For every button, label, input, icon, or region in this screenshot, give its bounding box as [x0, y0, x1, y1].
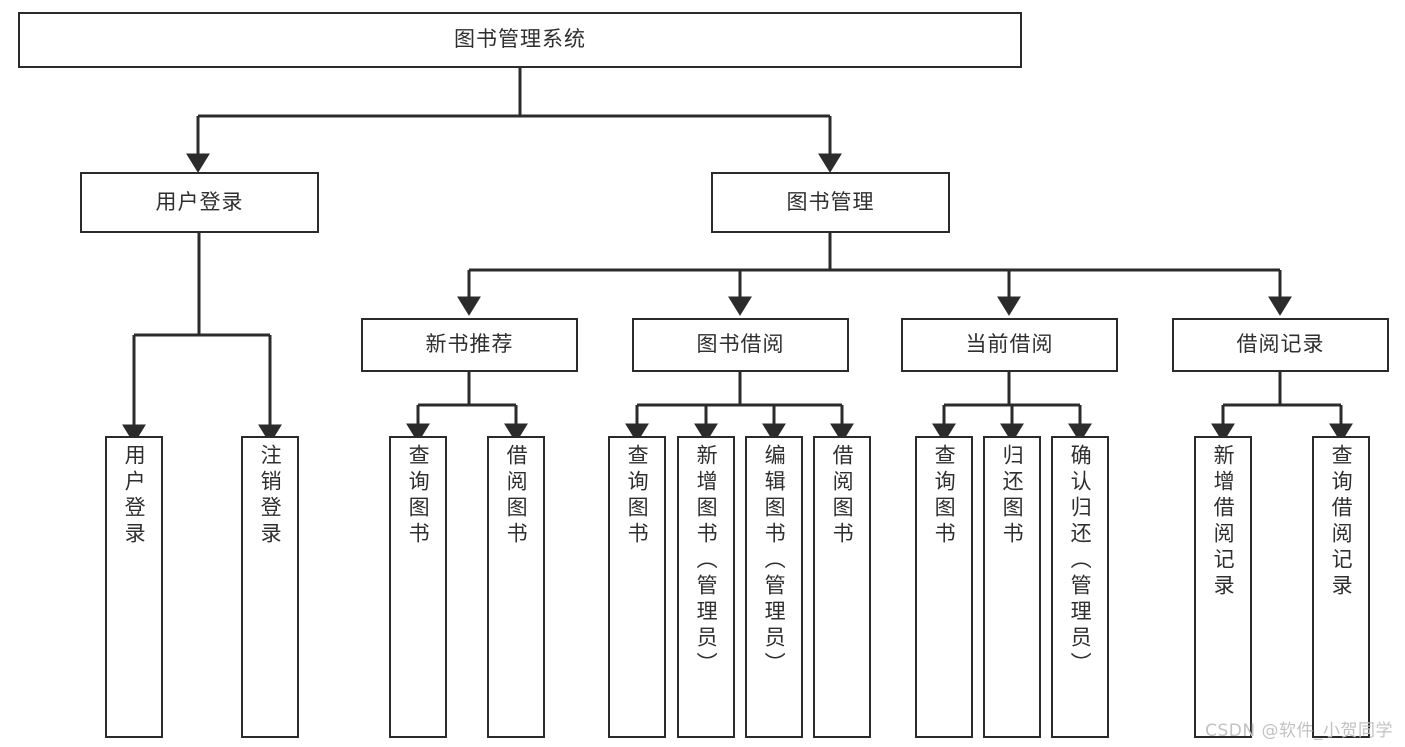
- node-user-login[interactable]: 用户登录: [80, 172, 319, 233]
- leaf-current-borrow-1[interactable]: 查询图书: [915, 436, 973, 738]
- node-label: 图书借阅: [696, 332, 785, 357]
- node-book-management[interactable]: 图书管理: [711, 172, 950, 233]
- node-label: 新增图书（管理员）: [694, 444, 719, 678]
- leaf-user-login-1[interactable]: 用户登录: [105, 436, 163, 738]
- leaf-book-borrow-4[interactable]: 借阅图书: [813, 436, 871, 738]
- node-label: 借阅记录: [1236, 332, 1325, 357]
- node-label: 新增借阅记录: [1211, 444, 1236, 600]
- leaf-borrow-record-2[interactable]: 查询借阅记录: [1312, 436, 1370, 738]
- leaf-book-borrow-2[interactable]: 新增图书（管理员）: [677, 436, 735, 738]
- node-label: 注销登录: [258, 444, 283, 548]
- node-label: 借阅图书: [504, 444, 529, 548]
- node-borrow-record[interactable]: 借阅记录: [1172, 318, 1389, 372]
- node-label: 用户登录: [155, 189, 244, 214]
- node-label: 查询图书: [406, 444, 431, 548]
- node-current-borrow[interactable]: 当前借阅: [901, 318, 1118, 372]
- node-label: 图书管理系统: [454, 27, 586, 52]
- node-label: 确认归还（管理员）: [1068, 444, 1093, 678]
- leaf-borrow-record-1[interactable]: 新增借阅记录: [1194, 436, 1252, 738]
- node-label: 用户登录: [122, 444, 147, 548]
- node-label: 查询图书: [932, 444, 957, 548]
- leaf-current-borrow-3[interactable]: 确认归还（管理员）: [1051, 436, 1109, 738]
- watermark: CSDN @软件_小贺同学: [1205, 721, 1393, 741]
- leaf-current-borrow-2[interactable]: 归还图书: [983, 436, 1041, 738]
- node-label: 当前借阅: [965, 332, 1054, 357]
- node-label: 借阅图书: [830, 444, 855, 548]
- node-new-book-recommend[interactable]: 新书推荐: [361, 318, 578, 372]
- leaf-new-book-recommend-2[interactable]: 借阅图书: [487, 436, 545, 738]
- leaf-book-borrow-3[interactable]: 编辑图书（管理员）: [745, 436, 803, 738]
- node-label: 归还图书: [1000, 444, 1025, 548]
- node-label: 编辑图书（管理员）: [762, 444, 787, 678]
- node-label: 图书管理: [786, 189, 875, 214]
- leaf-new-book-recommend-1[interactable]: 查询图书: [389, 436, 447, 738]
- node-root-book-management-system[interactable]: 图书管理系统: [18, 12, 1022, 68]
- node-book-borrow[interactable]: 图书借阅: [632, 318, 849, 372]
- node-label: 新书推荐: [425, 332, 514, 357]
- leaf-book-borrow-1[interactable]: 查询图书: [608, 436, 666, 738]
- leaf-user-login-2[interactable]: 注销登录: [241, 436, 299, 738]
- node-label: 查询借阅记录: [1329, 444, 1354, 600]
- node-label: 查询图书: [625, 444, 650, 548]
